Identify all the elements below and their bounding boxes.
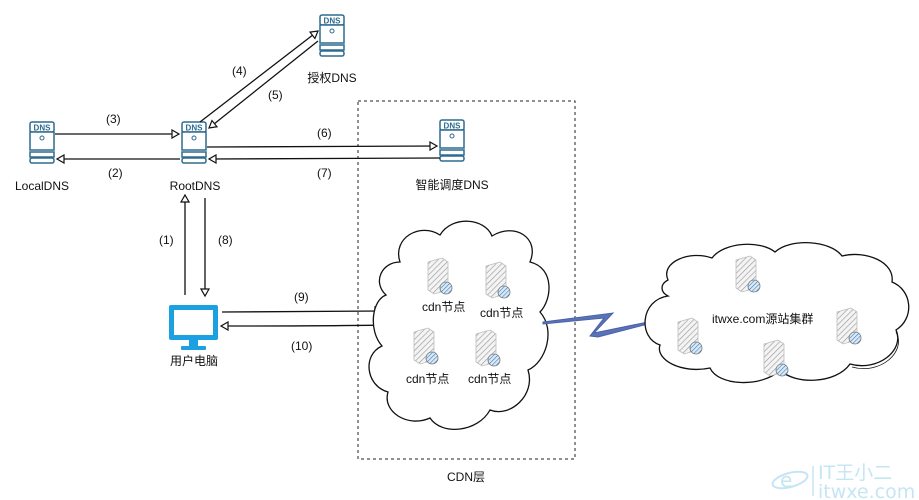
dns-badge: DNS — [444, 122, 462, 131]
cdn-node-1[interactable] — [427, 257, 453, 295]
server-icon — [413, 327, 439, 365]
smart-dns-label: 智能调度DNS — [415, 177, 488, 192]
server-icon — [475, 329, 501, 367]
auth-dns-label: 授权DNS — [307, 70, 356, 85]
step-label-5: (5) — [268, 88, 283, 102]
watermark-logo-icon: e — [771, 468, 809, 492]
step-label-4: (4) — [232, 64, 247, 78]
step-label-7: (7) — [317, 166, 332, 180]
cdn-node-4[interactable] — [475, 329, 501, 367]
step-label-2: (2) — [108, 166, 123, 180]
step-label-10: (10) — [291, 339, 312, 353]
arrow-step-4 — [199, 31, 318, 123]
watermark-url: itwxe.com — [818, 481, 915, 500]
smart-dns-node[interactable]: DNS — [439, 119, 465, 162]
cdn-node-label: cdn节点 — [480, 306, 523, 320]
cdn-node-3[interactable] — [413, 327, 439, 365]
arrow-step-7 — [209, 158, 441, 159]
arrow-step-10 — [221, 325, 386, 326]
arrow-step-6 — [206, 146, 437, 147]
cdn-node-label: cdn节点 — [406, 372, 449, 386]
cdn-cloud — [368, 220, 550, 430]
root-dns-node[interactable]: DNS — [181, 121, 207, 164]
network-link — [542, 312, 649, 338]
server-icon — [427, 257, 453, 295]
dns-badge: DNS — [324, 17, 342, 26]
step-label-3: (3) — [106, 112, 121, 126]
user-pc-label: 用户电脑 — [170, 353, 218, 368]
cdn-node-label: cdn节点 — [422, 300, 465, 314]
user-pc-node[interactable] — [169, 305, 218, 350]
origin-cloud — [644, 241, 910, 384]
local-dns-label: LocalDNS — [15, 179, 69, 193]
cdn-layer-box — [357, 100, 576, 460]
cdn-node-label: cdn节点 — [468, 372, 511, 386]
watermark: e IT王小二 itwxe.com — [771, 462, 915, 500]
auth-dns-node[interactable]: DNS — [319, 14, 345, 57]
step-label-8: (8) — [218, 233, 233, 247]
watermark-title: IT王小二 — [818, 462, 892, 484]
origin-cluster-label: itwxe.com源站集群 — [712, 311, 813, 326]
step-label-6: (6) — [317, 126, 332, 140]
server-icon — [485, 261, 511, 299]
svg-text:e: e — [780, 468, 792, 492]
dns-badge: DNS — [34, 124, 52, 133]
dns-badge: DNS — [186, 124, 204, 133]
step-label-9: (9) — [294, 290, 309, 304]
cdn-node-2[interactable] — [485, 261, 511, 299]
cdn-layer-label: CDN层 — [447, 470, 485, 484]
arrow-step-5 — [209, 40, 319, 128]
local-dns-node[interactable]: DNS — [29, 121, 55, 164]
root-dns-label: RootDNS — [170, 179, 221, 193]
arrow-step-9 — [221, 311, 382, 312]
step-label-1: (1) — [159, 233, 174, 247]
